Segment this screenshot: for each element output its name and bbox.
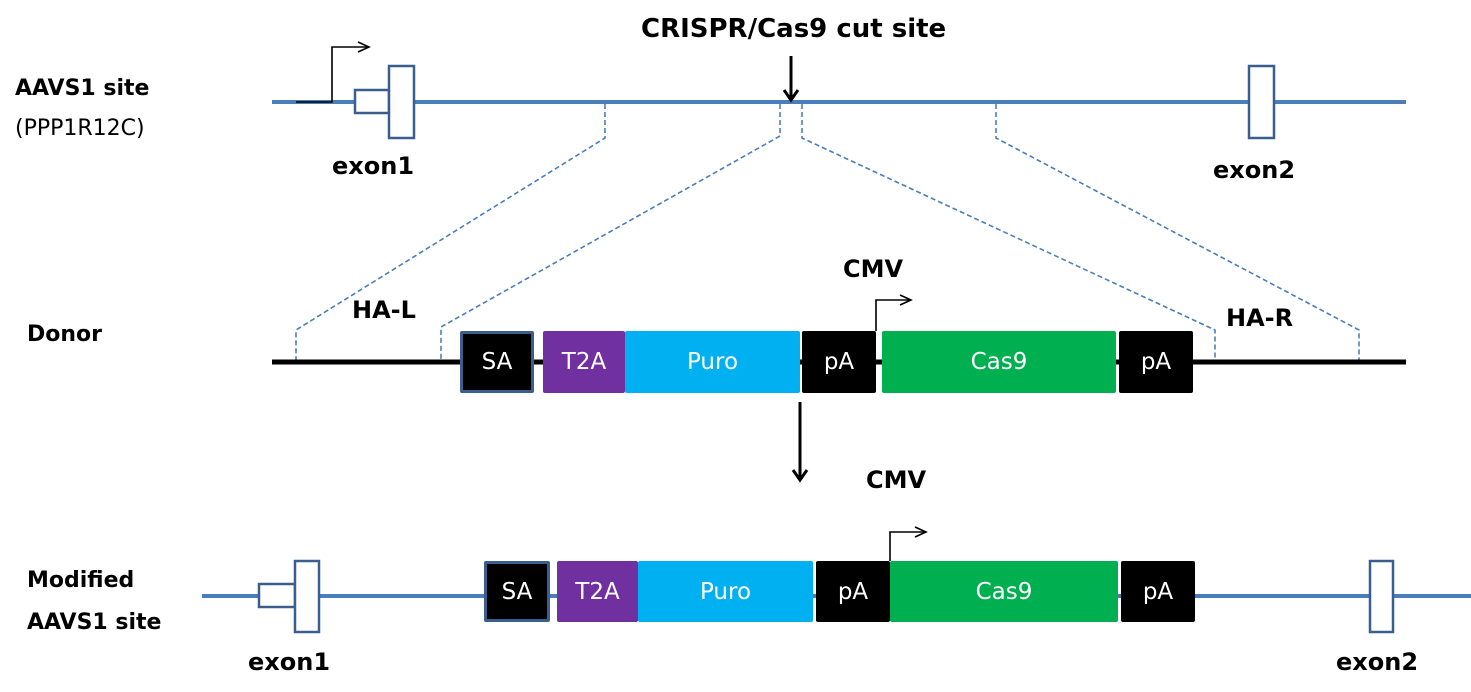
aavs1-exon1-label: exon1 bbox=[332, 152, 415, 180]
donor-puro-label: Puro bbox=[686, 349, 739, 375]
ha-r-label: HA-R bbox=[1226, 304, 1294, 332]
aavs1-exon2-box bbox=[1247, 64, 1276, 140]
modified-exon1-label: exon1 bbox=[248, 648, 331, 676]
ha-l-inner-guide bbox=[440, 104, 781, 362]
modified-puro-label: Puro bbox=[699, 578, 752, 605]
donor-label: Donor bbox=[27, 322, 103, 347]
ha-l-outer-guide bbox=[295, 104, 606, 362]
modified-exon2-box bbox=[1368, 559, 1395, 634]
donor-cas9-box: Cas9 bbox=[882, 331, 1116, 393]
modified-t2a-label: T2A bbox=[575, 578, 620, 605]
aavs1-exon2-label: exon2 bbox=[1213, 156, 1296, 184]
modified-exon2-label: exon2 bbox=[1336, 648, 1419, 676]
donor-t2a-box: T2A bbox=[543, 331, 625, 393]
modified-pa2-box: pA bbox=[1121, 561, 1195, 622]
aavs1-exon1-box bbox=[387, 64, 416, 140]
modified-sa-label: SA bbox=[501, 578, 533, 605]
modified-sa-box: SA bbox=[484, 561, 550, 622]
modified-site-label-line1: Modified bbox=[27, 568, 135, 593]
modified-site-label-line2: AAVS1 site bbox=[27, 610, 162, 635]
donor-sa-label: SA bbox=[481, 349, 513, 375]
donor-puro-box: Puro bbox=[625, 331, 800, 393]
donor-pa2-label: pA bbox=[1140, 349, 1172, 375]
aavs1-promoter-arrow-icon bbox=[296, 41, 371, 103]
modified-exon1-utr bbox=[257, 582, 297, 609]
aavs1-gene-label: (PPP1R12C) bbox=[15, 116, 145, 141]
donor-cmv-label: CMV bbox=[843, 255, 904, 283]
cut-site-title: CRISPR/Cas9 cut site bbox=[641, 14, 947, 44]
modified-exon1-box bbox=[293, 559, 321, 634]
modified-pa1-label: pA bbox=[837, 578, 869, 605]
ha-r-inner-guide bbox=[801, 104, 1216, 362]
modified-pa2-label: pA bbox=[1142, 578, 1174, 605]
aavs1-site-label: AAVS1 site bbox=[15, 76, 150, 101]
donor-cmv-promoter-arrow-icon bbox=[875, 294, 913, 331]
modified-pa1-box: pA bbox=[816, 561, 890, 622]
donor-cas9-label: Cas9 bbox=[970, 349, 1028, 375]
modified-t2a-box: T2A bbox=[557, 561, 638, 622]
donor-pa1-box: pA bbox=[802, 331, 876, 393]
donor-sa-box: SA bbox=[460, 331, 534, 393]
ha-l-label: HA-L bbox=[352, 296, 416, 324]
donor-t2a-label: T2A bbox=[561, 349, 607, 375]
aavs1-exon1-utr bbox=[353, 88, 391, 115]
donor-pa2-box: pA bbox=[1119, 331, 1193, 393]
modified-cmv-promoter-arrow-icon bbox=[889, 526, 928, 561]
modified-cas9-label: Cas9 bbox=[975, 578, 1033, 605]
modified-puro-box: Puro bbox=[638, 561, 813, 622]
modified-cmv-label: CMV bbox=[866, 466, 927, 494]
ha-r-outer-guide bbox=[995, 104, 1360, 362]
donor-pa1-label: pA bbox=[823, 349, 855, 375]
modified-cas9-box: Cas9 bbox=[890, 561, 1118, 622]
